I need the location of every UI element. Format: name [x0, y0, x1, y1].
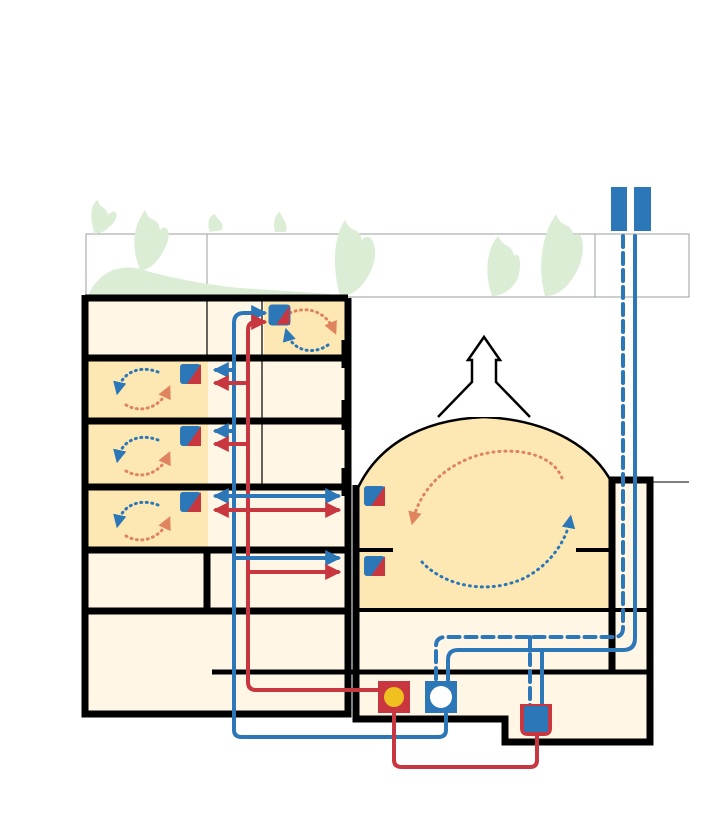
fan-coil-unit-icon	[364, 486, 385, 506]
fan-coil-unit-icon	[180, 364, 201, 384]
fan-coil-unit-icon	[268, 304, 291, 326]
right-building-rooms	[357, 417, 648, 740]
roof-garden-frame	[85, 233, 690, 298]
fan-coil-unit-icon	[180, 492, 201, 512]
garden-hill	[88, 267, 330, 297]
right-building-walls	[212, 334, 689, 746]
garden-plant-icon	[91, 200, 583, 296]
dome-lantern	[437, 334, 531, 418]
fan-coil-unit-icon	[364, 556, 385, 576]
lower-hall	[357, 610, 615, 672]
probe-pipe-dashed	[434, 234, 625, 682]
fan-coil-unit-icon	[180, 426, 201, 446]
side-room	[614, 482, 648, 672]
heat-probe-icon	[611, 187, 651, 231]
heating-pipes	[212, 234, 637, 769]
air-circulation-icon	[113, 308, 576, 589]
supply-pipe	[392, 712, 539, 769]
circulation-pump-icon	[425, 681, 457, 713]
heat-exchanger-icon	[520, 704, 552, 736]
roof-garden	[85, 200, 690, 298]
return-pipe	[232, 305, 448, 739]
left-building-walls	[81, 294, 352, 718]
boiler-icon	[378, 681, 410, 713]
dome-hall	[357, 417, 614, 610]
fan-coil-units	[180, 304, 385, 576]
